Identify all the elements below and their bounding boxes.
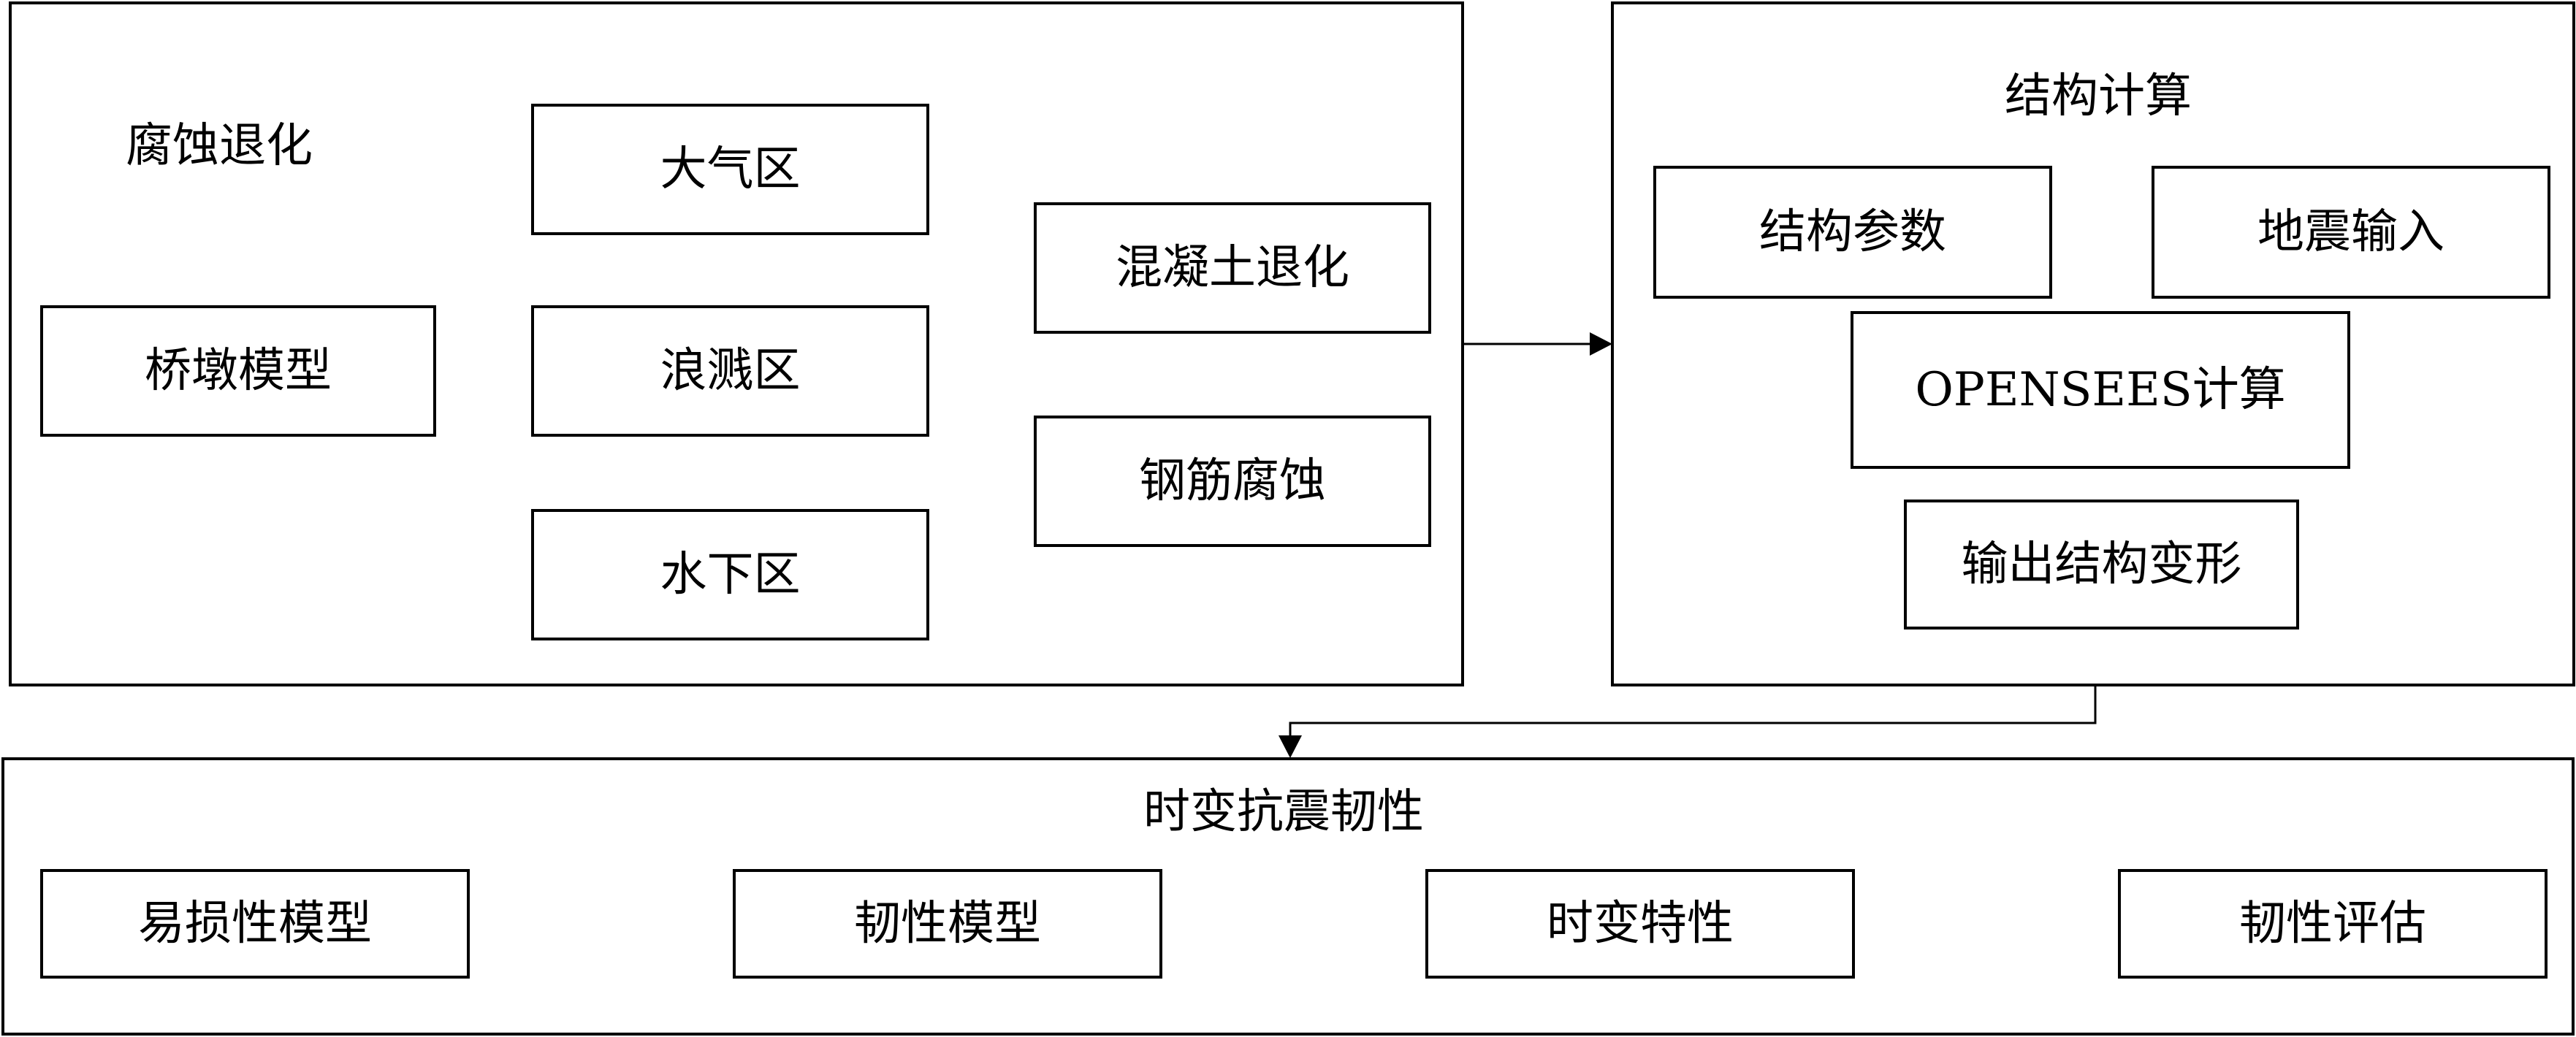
structure-params-box: 结构参数: [1653, 166, 2052, 299]
output-deformation-box: 输出结构变形: [1904, 500, 2299, 630]
atmospheric-zone-box: 大气区: [531, 104, 929, 235]
concrete-degradation-box: 混凝土退化: [1034, 202, 1431, 334]
resilience-assessment-box: 韧性评估: [2118, 869, 2548, 979]
corrosion-group-title: 腐蚀退化: [126, 119, 313, 173]
arrow-corrosion-to-structure: [1464, 332, 1612, 356]
rebar-corrosion-box: 钢筋腐蚀: [1034, 416, 1431, 547]
fragility-model-box: 易损性模型: [40, 869, 470, 979]
arrow-structure-to-resilience: [1279, 686, 2097, 758]
seismic-input-box: 地震输入: [2152, 166, 2550, 299]
resilience-group-title: 时变抗震韧性: [1143, 785, 1424, 839]
opensees-box: OPENSEES计算: [1851, 311, 2350, 469]
structure-group-title: 结构计算: [2005, 69, 2192, 123]
time-varying-characteristics-box: 时变特性: [1425, 869, 1855, 979]
resilience-model-box: 韧性模型: [733, 869, 1162, 979]
splash-zone-box: 浪溅区: [531, 305, 929, 437]
underwater-zone-box: 水下区: [531, 509, 929, 640]
bridge-pier-model-box: 桥墩模型: [40, 305, 436, 437]
